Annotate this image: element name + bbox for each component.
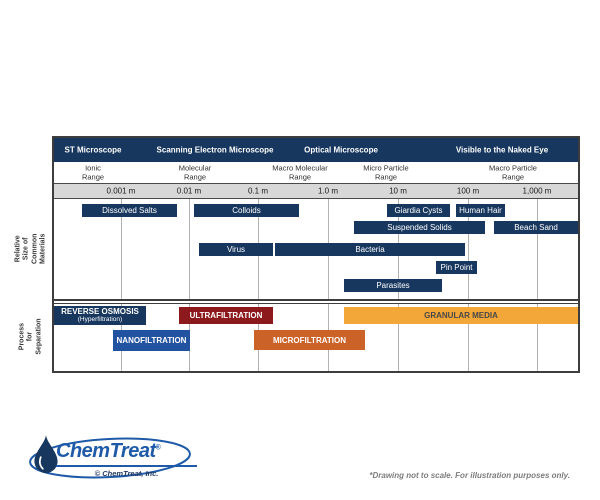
section-divider	[54, 299, 578, 304]
spectrum-table: ST Microscope Scanning Electron Microscop…	[52, 136, 580, 373]
scale-tick-10-m: 10 m	[389, 186, 407, 196]
material-bar-dissolved-salts: Dissolved Salts	[82, 204, 177, 217]
process-area: REVERSE OSMOSIS(Hyperfiltration) ULTRAFIL…	[54, 304, 578, 371]
water-drop-icon	[34, 435, 58, 473]
scale-tick-1-000-m: 1,000 m	[522, 186, 552, 196]
side-label-process: Process for Separation	[18, 318, 43, 356]
process-bar-reverse-osmosis: REVERSE OSMOSIS(Hyperfiltration)	[54, 306, 146, 325]
gridline	[398, 304, 399, 371]
scale-tick-0-001-m: 0.001 m	[106, 186, 136, 196]
material-bar-beach-sand: Beach Sand	[494, 221, 578, 234]
chemtreat-logo: ChemTreat® © ChemTreat, Inc.	[26, 430, 204, 484]
material-bar-human-hair: Human Hair	[456, 204, 505, 217]
microscope-label-scanning-electron-microscope: Scanning Electron Microscope	[156, 145, 274, 155]
scale-tick-0-01-m: 0.01 m	[176, 186, 202, 196]
process-bar-nanofiltration: NANOFILTRATION	[113, 330, 190, 351]
side-label-process-wrap: Process for Separation	[16, 302, 46, 372]
process-bar-microfiltration: MICROFILTRATION	[254, 330, 365, 350]
material-bar-pin-point: Pin Point	[436, 261, 477, 274]
microscope-label-st-microscope: ST Microscope	[64, 145, 122, 155]
logo-copyright: © ChemTreat, Inc.	[94, 469, 159, 478]
side-label-materials: Relative Size of Common Materials	[14, 233, 47, 265]
footnote: *Drawing not to scale. For illustration …	[369, 471, 570, 480]
gridline	[121, 199, 122, 299]
material-bar-parasites: Parasites	[344, 279, 442, 292]
gridline	[468, 199, 469, 299]
logo-underline	[56, 465, 197, 467]
side-label-materials-wrap: Relative Size of Common Materials	[14, 197, 47, 301]
registered-mark: ®	[155, 444, 161, 452]
process-bar-ultrafiltration: ULTRAFILTRATION	[179, 307, 273, 324]
scale-tick-100-m: 100 m	[456, 186, 480, 196]
materials-area: Dissolved Salts Colloids Giardia Cysts Huma…	[54, 199, 578, 299]
microscope-row: ST Microscope Scanning Electron Microscop…	[54, 138, 578, 162]
material-bar-virus: Virus	[199, 243, 273, 256]
scale-row: 0.001 m 0.01 m 0.1 m 1.0 m 10 m 100 m 1,000 m	[54, 183, 578, 199]
range-label-micro-particle-range: Micro Particle Range	[363, 163, 409, 182]
range-label-ionic-range: Ionic Range	[81, 163, 105, 182]
logo-ellipse-icon	[29, 437, 191, 479]
microscope-label-visible-to-the-naked-eye: Visible to the Naked Eye	[455, 145, 549, 155]
range-label-macro-molecular-range: Macro Molecular Range	[272, 163, 328, 182]
gridline	[468, 304, 469, 371]
microscope-label-optical-microscope: Optical Microscope	[304, 145, 378, 155]
process-bar-granular-media: GRANULAR MEDIA	[344, 307, 578, 324]
material-bar-suspended-solids: Suspended Solids	[354, 221, 485, 234]
gridline	[189, 199, 190, 299]
range-row: Ionic Range Molecular Range Macro Molecula…	[54, 162, 578, 183]
range-label-macro-particle-range: Macro Particle Range	[489, 163, 537, 182]
logo-wordmark: ChemTreat®	[56, 440, 161, 463]
gridline	[537, 304, 538, 371]
range-label-molecular-range: Molecular Range	[178, 163, 212, 182]
scale-tick-1-0-m: 1.0 m	[317, 186, 339, 196]
material-bar-giardia-cysts: Giardia Cysts	[387, 204, 450, 217]
material-bar-colloids: Colloids	[194, 204, 299, 217]
material-bar-bacteria: Bacteria	[275, 243, 465, 256]
logo-wordmark-text: ChemTreat	[56, 440, 156, 462]
gridline	[537, 199, 538, 299]
scale-tick-0-1-m: 0.1 m	[247, 186, 269, 196]
